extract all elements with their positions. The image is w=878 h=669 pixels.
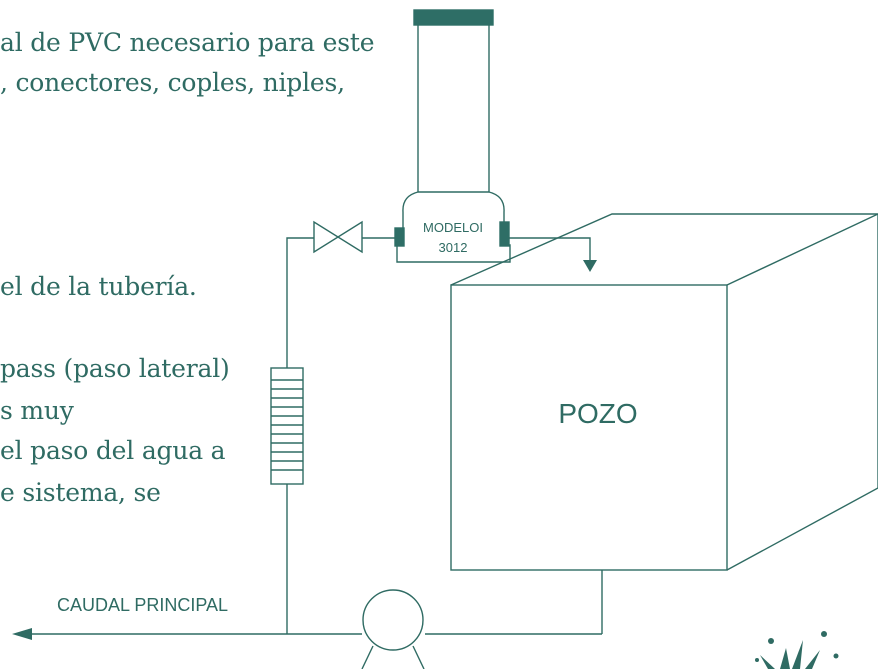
unit-top-cap [413, 9, 494, 26]
pump-icon [361, 589, 425, 669]
pipe-unit-to-well [509, 237, 591, 262]
well-front-face [450, 284, 728, 571]
pump-leg-left [361, 645, 374, 669]
pump-housing [362, 589, 424, 651]
main-flow-label: CAUDAL PRINCIPAL [57, 595, 228, 615]
flow-arrow-down [583, 260, 597, 272]
text-line-4: pass (paso lateral) [0, 354, 230, 383]
text-line-5: s muy [0, 396, 74, 425]
valve-body [313, 220, 363, 254]
treatment-unit [394, 9, 511, 263]
flow-arrow-left [12, 628, 32, 640]
filter-screen-icon [270, 367, 304, 485]
unit-right-connector [499, 221, 510, 247]
model-label: MODELOI [423, 220, 483, 235]
filter-body [270, 367, 304, 485]
well-label: POZO [558, 398, 637, 429]
gate-valve-icon [313, 220, 363, 254]
text-line-6: el paso del agua a [0, 436, 226, 465]
unit-body [396, 191, 511, 263]
unit-left-connector [394, 227, 405, 247]
well-side-bottom-edge [726, 487, 878, 571]
well-cube [450, 213, 878, 571]
model-number: 3012 [439, 240, 468, 255]
pipe-bypass-upper [286, 237, 314, 368]
well-top-face-edge [726, 213, 878, 286]
text-line-1: al de PVC necesario para este [0, 28, 375, 57]
text-line-3: el de la tubería. [0, 272, 197, 301]
splash-icon [755, 631, 839, 669]
pump-leg-right [412, 645, 425, 669]
text-line-7: e sistema, se [0, 478, 161, 507]
text-line-2: , conectores, coples, niples, [0, 68, 345, 97]
well-top-face-back [450, 213, 878, 286]
